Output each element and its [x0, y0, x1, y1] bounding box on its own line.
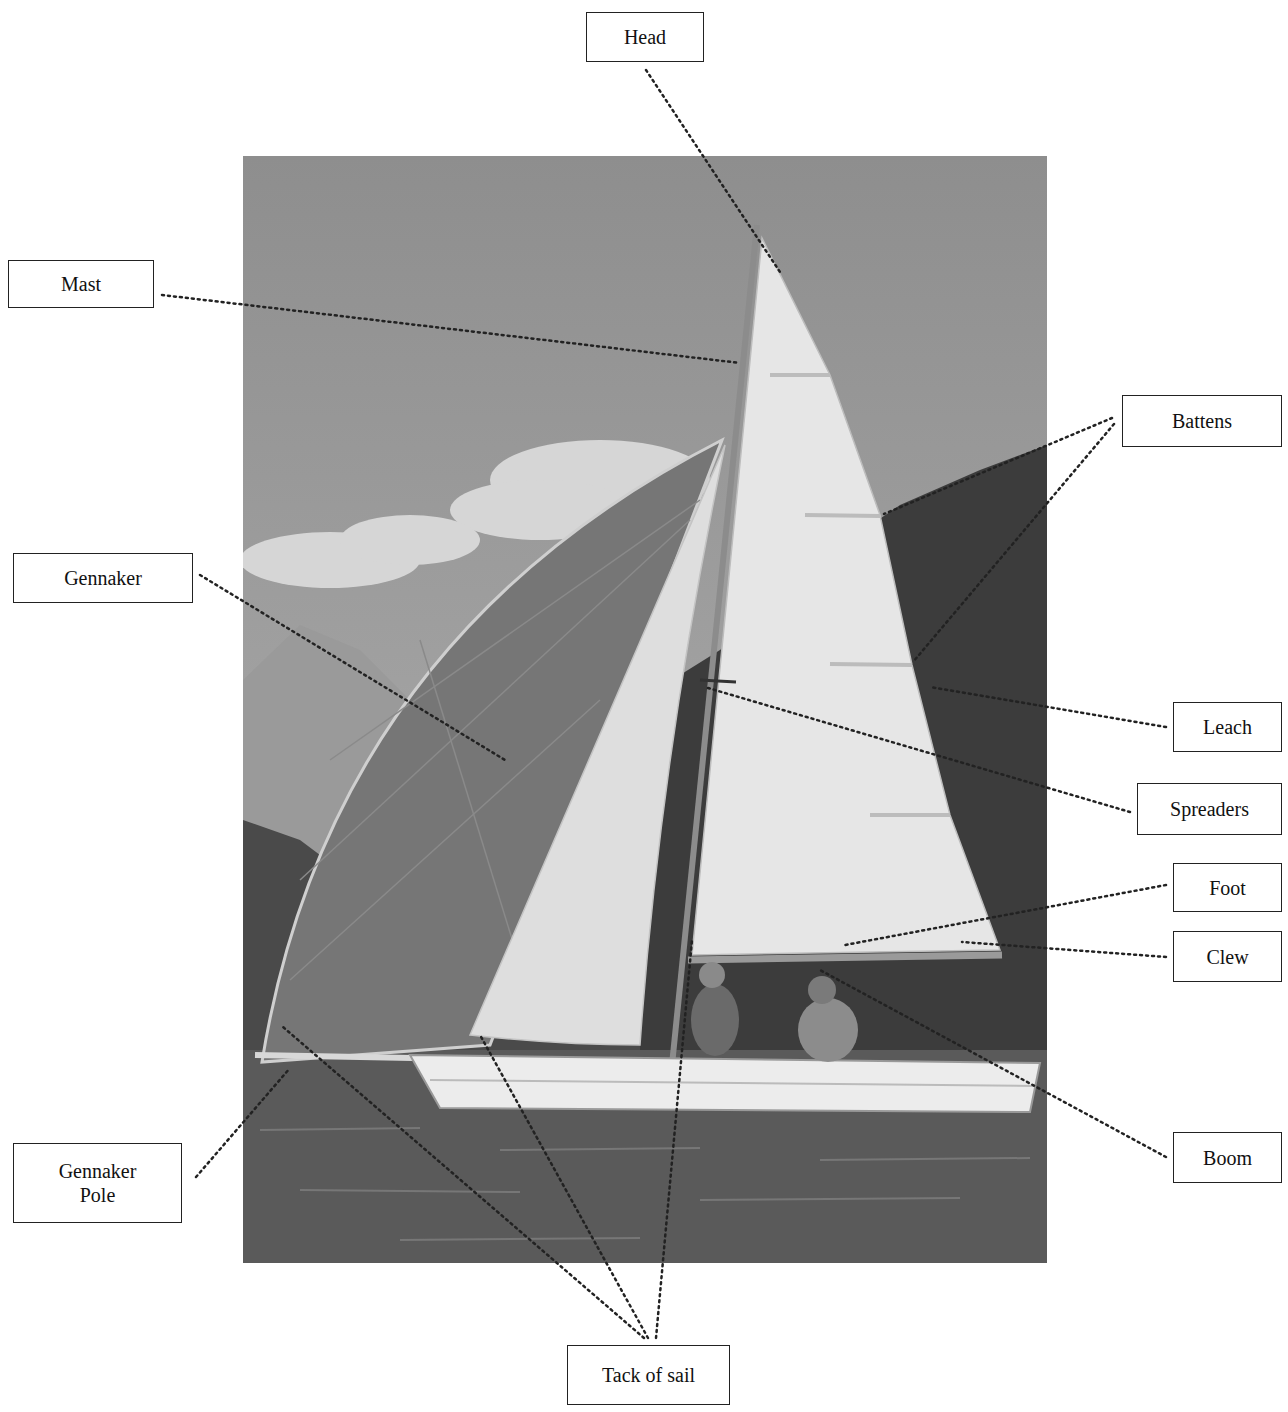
- callout-box: Foot: [1173, 863, 1282, 912]
- leader-line: [196, 1068, 290, 1177]
- part-label: Leach: [1203, 715, 1252, 739]
- jib-sail: [470, 445, 725, 1045]
- battens: [770, 375, 950, 815]
- sky: [243, 156, 1047, 1263]
- leader-line: [646, 70, 780, 272]
- leader-line: [283, 1027, 644, 1338]
- callout-box: Gennaker: [13, 553, 193, 603]
- leader-line: [480, 1035, 648, 1338]
- leader-line: [200, 575, 505, 760]
- leader-line: [845, 885, 1166, 945]
- callout-box: Gennaker Pole: [13, 1143, 182, 1223]
- part-label: Battens: [1172, 409, 1232, 433]
- callout-box: Head: [586, 12, 704, 62]
- leader-line: [162, 295, 740, 363]
- callout-box: Leach: [1173, 702, 1282, 752]
- leader-line: [708, 688, 1130, 812]
- hull: [410, 1055, 1040, 1112]
- leader-line: [913, 424, 1114, 662]
- part-label: Boom: [1203, 1146, 1252, 1170]
- callout-box: Tack of sail: [567, 1345, 730, 1405]
- leader-line: [820, 970, 1166, 1157]
- callout-box: Boom: [1173, 1132, 1282, 1183]
- main-sail: [692, 238, 1000, 955]
- part-label: Tack of sail: [602, 1363, 695, 1387]
- part-label: Head: [624, 25, 666, 49]
- part-label: Clew: [1206, 945, 1248, 969]
- gennaker-pole: [255, 1055, 412, 1058]
- part-label: Spreaders: [1170, 797, 1249, 821]
- callout-box: Clew: [1173, 931, 1282, 982]
- part-label: Gennaker Pole: [42, 1159, 153, 1207]
- boom: [688, 955, 1002, 960]
- leader-line: [930, 687, 1166, 727]
- hull-stripe: [430, 1080, 1035, 1086]
- callout-box: Mast: [8, 260, 154, 308]
- water: [243, 1050, 1047, 1263]
- spreader: [700, 680, 736, 682]
- part-label: Foot: [1209, 876, 1246, 900]
- part-label: Gennaker: [64, 566, 142, 590]
- leader-line: [656, 940, 692, 1338]
- callout-box: Spreaders: [1137, 783, 1282, 835]
- leader-line: [962, 942, 1166, 957]
- mast: [672, 225, 757, 1065]
- waves: [260, 1128, 1030, 1240]
- part-label: Mast: [61, 272, 101, 296]
- callout-box: Battens: [1122, 395, 1282, 447]
